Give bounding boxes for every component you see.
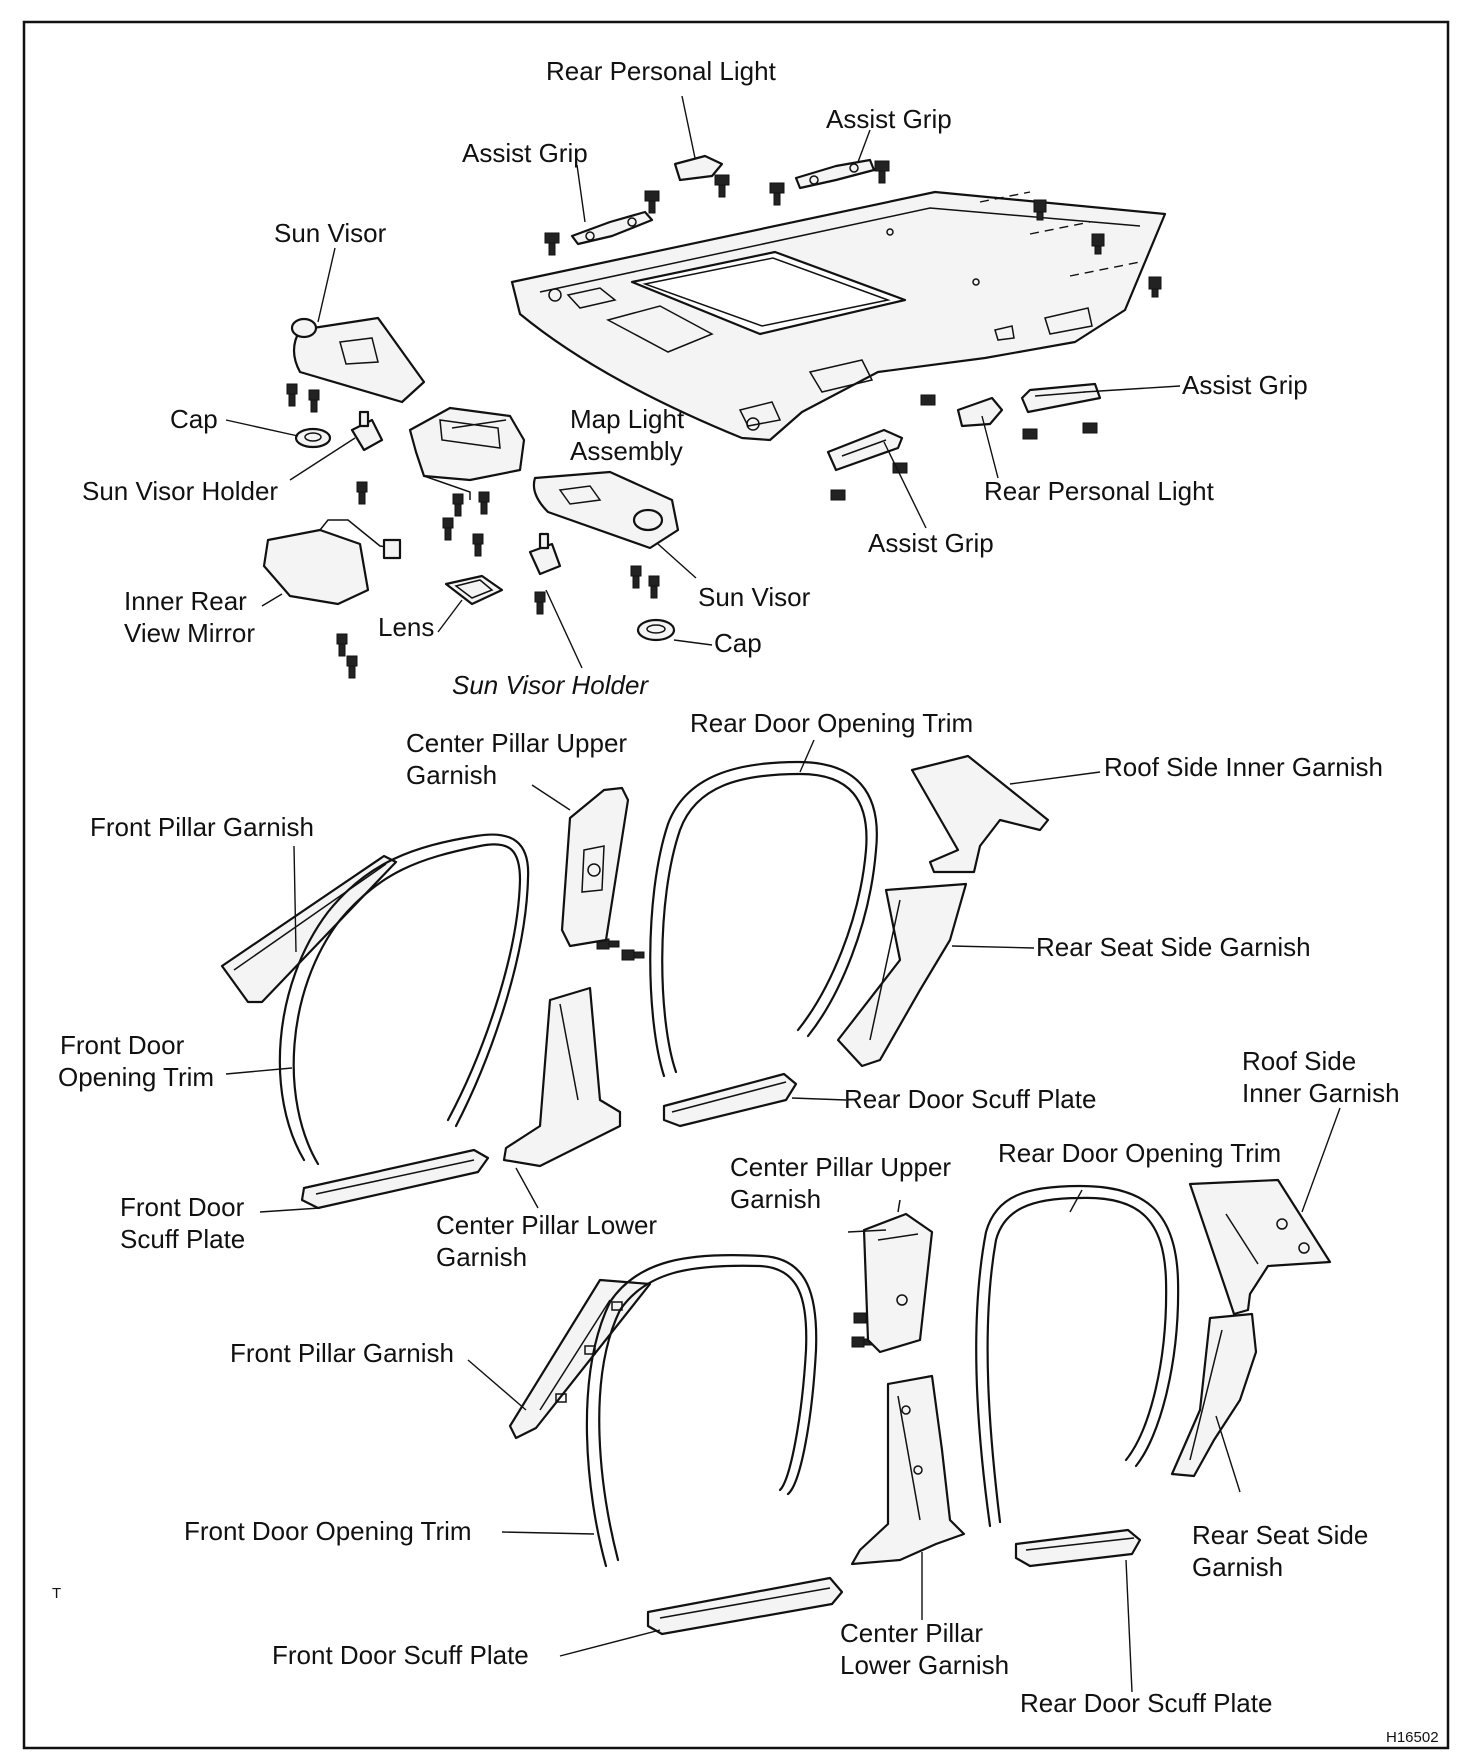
diagram-frame: [22, 20, 1450, 1750]
s1-front-door-scuff-plate-part: [300, 1148, 490, 1210]
label-s1-center-pillar-lower-line2: Garnish: [436, 1242, 527, 1272]
corner-mark: T: [52, 1585, 61, 1602]
label-assist-grip-bottom: Assist Grip: [868, 528, 994, 558]
label-s2-roof-side-inner-line2: Inner Garnish: [1242, 1078, 1400, 1108]
sun-visor-holder-bottom-part: [528, 532, 562, 576]
s1-roof-side-inner-garnish-part: [910, 754, 1050, 874]
label-rear-personal-light-top: Rear Personal Light: [546, 56, 777, 86]
s1-center-pillar-upper-part: [560, 786, 630, 948]
s1-center-pillar-lower-part: [502, 986, 622, 1168]
s2-rear-door-opening-trim-part: [975, 1184, 1180, 1528]
part-labels: Rear Personal Light Assist Grip Assist G…: [52, 56, 1439, 1746]
label-s1-rear-seat-side-garnish: Rear Seat Side Garnish: [1036, 932, 1311, 962]
label-s2-rear-seat-side-line2: Garnish: [1192, 1552, 1283, 1582]
cap-right-part: [636, 618, 676, 642]
label-s1-rear-door-opening-trim: Rear Door Opening Trim: [690, 708, 973, 738]
label-s2-front-pillar-garnish: Front Pillar Garnish: [230, 1338, 454, 1368]
assist-grip-right-part: [1020, 382, 1102, 414]
label-s2-center-pillar-upper-line1: Center Pillar Upper: [730, 1152, 951, 1182]
s1-front-pillar-garnish-part: [220, 854, 398, 1004]
s2-rear-door-scuff-plate-part: [1014, 1528, 1142, 1568]
label-inner-mirror-line1: Inner Rear: [124, 586, 247, 616]
s2-front-pillar-garnish-part: [508, 1278, 652, 1440]
label-s1-roof-side-inner-garnish: Roof Side Inner Garnish: [1104, 752, 1383, 782]
label-cap-right: Cap: [714, 628, 762, 658]
assist-grip-top-right-part: [794, 158, 876, 190]
lens-part: [444, 574, 504, 606]
cap-left-part: [294, 427, 332, 449]
label-s2-rear-door-opening-trim: Rear Door Opening Trim: [998, 1138, 1281, 1168]
label-s1-center-pillar-upper-line2: Garnish: [406, 760, 497, 790]
label-sun-visor-right: Sun Visor: [698, 582, 811, 612]
label-sun-visor-holder-left: Sun Visor Holder: [82, 476, 278, 506]
label-s2-center-pillar-lower-line1: Center Pillar: [840, 1618, 983, 1648]
label-inner-mirror-line2: View Mirror: [124, 618, 255, 648]
label-s1-front-door-opening-trim-line2: Opening Trim: [58, 1062, 214, 1092]
s2-center-pillar-lower-part: [850, 1374, 966, 1566]
map-light-assembly-part: [408, 406, 526, 500]
label-lens: Lens: [378, 612, 434, 642]
label-s2-center-pillar-lower-line2: Lower Garnish: [840, 1650, 1009, 1680]
leader-lines: [225, 95, 1341, 1693]
label-rear-personal-light-right: Rear Personal Light: [984, 476, 1215, 506]
label-s1-front-pillar-garnish: Front Pillar Garnish: [90, 812, 314, 842]
label-s1-front-door-opening-trim-line1: Front Door: [60, 1030, 185, 1060]
label-s1-rear-door-scuff-plate: Rear Door Scuff Plate: [844, 1084, 1096, 1114]
label-assist-grip-top-left: Assist Grip: [462, 138, 588, 168]
assist-grip-top-left-part: [570, 210, 654, 246]
fastener-clips: [286, 160, 1162, 1348]
s2-front-door-opening-trim-part: [585, 1253, 818, 1568]
rear-personal-light-right-part: [956, 396, 1004, 428]
label-map-light-line1: Map Light: [570, 404, 685, 434]
sun-visor-right-part: [532, 470, 680, 550]
label-s2-rear-seat-side-line1: Rear Seat Side: [1192, 1520, 1368, 1550]
label-assist-grip-top-right: Assist Grip: [826, 104, 952, 134]
label-s2-rear-door-scuff-plate: Rear Door Scuff Plate: [1020, 1688, 1272, 1718]
s1-rear-seat-side-garnish-part: [836, 882, 968, 1068]
s1-rear-door-opening-trim-part: [649, 760, 878, 1078]
sun-visor-left-part: [290, 316, 426, 404]
label-s2-roof-side-inner-line1: Roof Side: [1242, 1046, 1356, 1076]
sun-visor-holder-left-part: [350, 410, 384, 452]
s2-roof-side-inner-garnish-part: [1188, 1178, 1332, 1316]
label-map-light-line2: Assembly: [570, 436, 683, 466]
label-s1-front-door-scuff-line2: Scuff Plate: [120, 1224, 245, 1254]
figure-code: H16502: [1386, 1729, 1439, 1746]
label-s1-center-pillar-lower-line1: Center Pillar Lower: [436, 1210, 657, 1240]
label-assist-grip-right: Assist Grip: [1182, 370, 1308, 400]
s1-rear-door-scuff-plate-part: [662, 1072, 798, 1128]
label-s2-center-pillar-upper-line2: Garnish: [730, 1184, 821, 1214]
label-s1-front-door-scuff-line1: Front Door: [120, 1192, 245, 1222]
label-s1-center-pillar-upper-line1: Center Pillar Upper: [406, 728, 627, 758]
rear-personal-light-top-part: [673, 154, 724, 182]
s2-center-pillar-upper-part: [862, 1199, 934, 1354]
label-sun-visor-holder-bottom: Sun Visor Holder: [452, 670, 649, 700]
label-s2-front-door-opening-trim: Front Door Opening Trim: [184, 1516, 472, 1546]
label-s2-front-door-scuff-plate: Front Door Scuff Plate: [272, 1640, 529, 1670]
s1-front-door-opening-trim-part: [278, 833, 530, 1166]
inner-rear-view-mirror-part: [262, 519, 402, 606]
assist-grip-bottom-part: [826, 428, 904, 472]
s2-front-door-scuff-plate-part: [646, 1576, 844, 1636]
label-cap-left: Cap: [170, 404, 218, 434]
s2-rear-seat-side-garnish-part: [1170, 1312, 1258, 1478]
roof-headliner: [510, 190, 1167, 442]
label-sun-visor-left: Sun Visor: [274, 218, 387, 248]
